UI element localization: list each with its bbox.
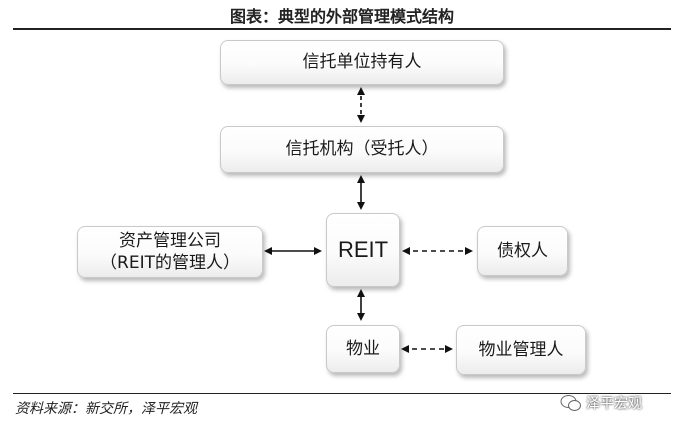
node-reit: REIT xyxy=(326,213,400,287)
node-property-label: 物业 xyxy=(346,338,380,359)
node-trust-institution-label: 信托机构（受托人） xyxy=(285,139,439,160)
figure-title: 图表：典型的外部管理模式结构 xyxy=(229,7,454,26)
node-property: 物业 xyxy=(326,325,400,373)
node-asset-manager: 资产管理公司 （REIT的管理人） xyxy=(77,226,263,278)
node-trust-unit-holders: 信托单位持有人 xyxy=(220,40,504,85)
node-property-manager: 物业管理人 xyxy=(456,325,586,375)
node-trust-unit-holders-label: 信托单位持有人 xyxy=(302,52,422,73)
node-asset-manager-label-2: （REIT的管理人） xyxy=(100,253,240,273)
node-property-manager-label: 物业管理人 xyxy=(478,339,564,360)
watermark: 泽平宏观 xyxy=(560,392,642,414)
source-note: 资料来源：新交所，泽平宏观 xyxy=(15,401,197,417)
bottom-rule xyxy=(13,393,671,394)
watermark-text: 泽平宏观 xyxy=(586,396,642,412)
wechat-icon xyxy=(560,395,581,411)
node-creditor-label: 债权人 xyxy=(497,240,548,261)
node-creditor: 债权人 xyxy=(477,226,568,276)
node-reit-label: REIT xyxy=(337,236,389,262)
node-asset-manager-label-1: 资产管理公司 xyxy=(118,230,221,251)
top-rule xyxy=(13,28,671,30)
node-trust-institution: 信托机构（受托人） xyxy=(220,126,504,173)
